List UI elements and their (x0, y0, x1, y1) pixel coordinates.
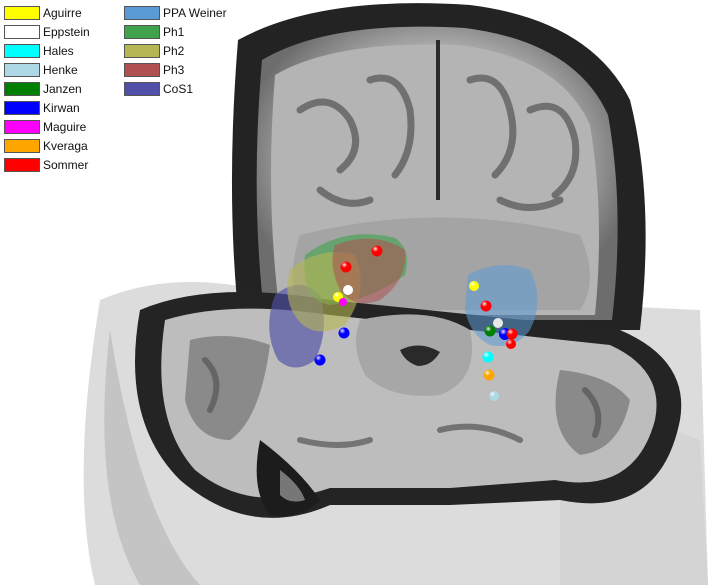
legend-swatch (4, 44, 40, 58)
legend-swatch (4, 6, 40, 20)
legend-swatch (124, 6, 160, 20)
legend-label: Eppstein (43, 25, 90, 39)
legend-swatch (124, 82, 160, 96)
legend-label: PPA Weiner (163, 6, 227, 20)
legend-label: Ph1 (163, 25, 184, 39)
legend-swatch (4, 25, 40, 39)
legend-label: Janzen (43, 82, 82, 96)
legend-swatch (4, 158, 40, 172)
legend-label: Sommer (43, 158, 88, 172)
legend-left: Aguirre Eppstein Hales Henke Janzen Kirw… (4, 6, 114, 186)
legend-right: PPA Weiner Ph1 Ph2 Ph3 CoS1 (124, 6, 244, 106)
legend-swatch (124, 44, 160, 58)
legend-swatch (4, 82, 40, 96)
legend-swatch (4, 120, 40, 134)
legend-label: Aguirre (43, 6, 82, 20)
legend-swatch (124, 25, 160, 39)
legend-label: Henke (43, 63, 78, 77)
legend-label: Maguire (43, 120, 86, 134)
legend-swatch (4, 101, 40, 115)
legend-swatch (4, 63, 40, 77)
legend-swatch (4, 139, 40, 153)
legend-label: Hales (43, 44, 74, 58)
legend-label: CoS1 (163, 82, 193, 96)
legend-label: Ph2 (163, 44, 184, 58)
legend-swatch (124, 63, 160, 77)
legend-label: Kirwan (43, 101, 80, 115)
legend-label: Ph3 (163, 63, 184, 77)
legend-label: Kveraga (43, 139, 88, 153)
